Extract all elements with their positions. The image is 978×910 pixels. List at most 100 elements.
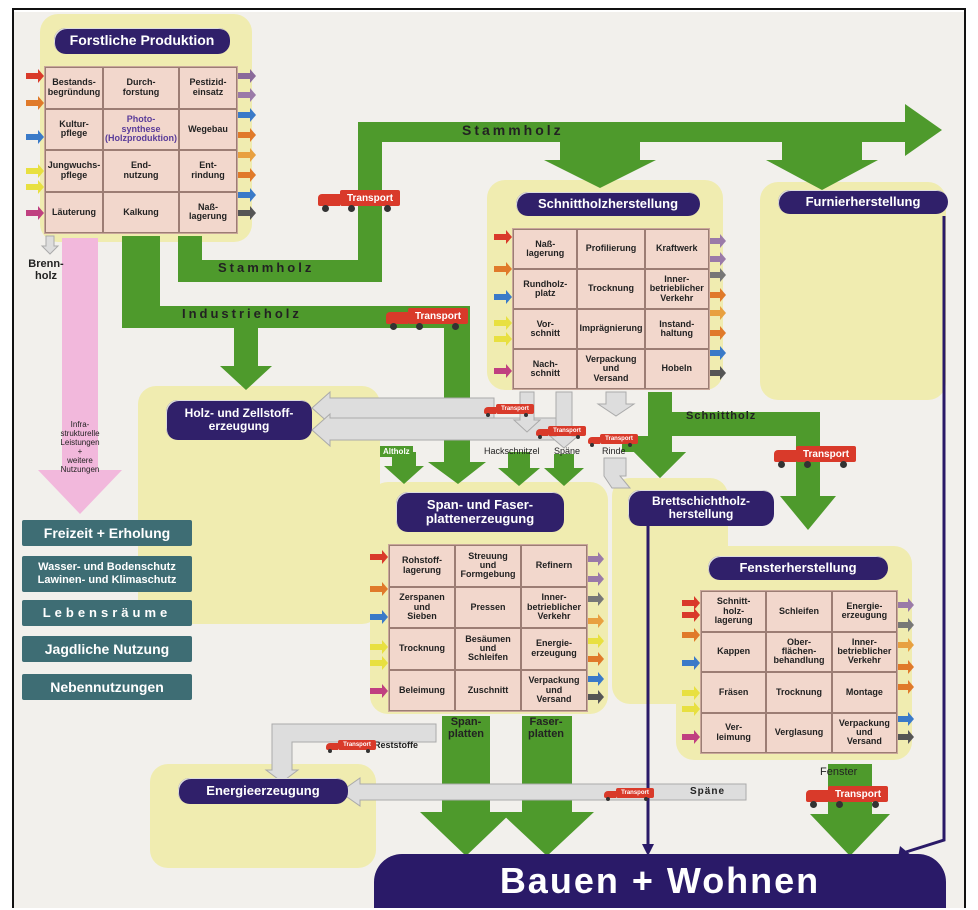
process-cell: Wegebau	[178, 108, 237, 150]
grey-rinde2	[603, 457, 632, 489]
header-span-faser: Span- und Faser- plattenerzeugung	[396, 492, 564, 532]
transport-label: Transport	[616, 788, 654, 798]
label-spaene1: Späne	[554, 446, 581, 456]
transport-label: Transport	[496, 404, 534, 414]
process-cell: Kraftwerk	[644, 229, 709, 269]
process-cell: Verglasung	[766, 712, 832, 753]
stammholz-furnier-drop	[766, 142, 878, 190]
process-cell: Fräsen	[701, 672, 767, 713]
label-stammholz-top: Stammholz	[462, 122, 564, 138]
out-arrows-span	[586, 552, 604, 704]
process-cell: Läuterung	[45, 191, 103, 233]
process-cell: Hobeln	[644, 349, 709, 389]
side-item: Lebensräume	[22, 600, 192, 626]
label-infra: Infra- strukturelle Leistungen + weitere…	[60, 420, 100, 474]
process-cell: Vor- schnitt	[513, 309, 578, 349]
furnier-line	[905, 216, 946, 854]
process-cell: Montage	[831, 672, 897, 713]
label-fenster: Fenster	[820, 766, 858, 778]
process-cell: Rohstoff- lagerung	[389, 545, 455, 587]
process-cell: Imprägnierung	[577, 309, 645, 349]
header-schnittholzherstellung: Schnittholzherstellung	[516, 192, 700, 216]
process-cell: Pestizid- einsatz	[178, 67, 237, 109]
transport-truck-4: Transport	[806, 786, 888, 808]
process-cell: Verpackung und Versand	[831, 712, 897, 753]
header-furnierherstellung: Furnierherstellung	[778, 190, 948, 214]
transport-truck-small-3: Transport	[588, 434, 638, 447]
label-stammholz-low: Stammholz	[218, 260, 315, 275]
side-item: Freizeit + Erholung	[22, 520, 192, 546]
transport-label: Transport	[408, 308, 468, 324]
process-cell: Verpackung und Versand	[577, 349, 645, 389]
process-cell: Nach- schnitt	[513, 349, 578, 389]
process-cell: Ver- leimung	[701, 712, 767, 753]
label-industrieholz: Industrieholz	[182, 306, 302, 321]
process-cell: Energie- erzeugung	[521, 628, 587, 670]
header-brettschichtholz: Brettschichtholz- herstellung	[628, 490, 774, 526]
transport-truck-small-5: Transport	[604, 788, 654, 801]
page-frame	[12, 8, 966, 908]
process-cell: Naß- lagerung	[178, 191, 237, 233]
side-item: Nebennutzungen	[22, 674, 192, 700]
label-altholz: Altholz	[380, 446, 413, 457]
process-cell: Pressen	[455, 586, 521, 628]
process-cell: Kalkung	[103, 191, 179, 233]
process-cell: Inner- betrieblicher Verkehr	[644, 269, 709, 309]
transport-label: Transport	[340, 190, 400, 206]
industrieholz-arrow	[122, 236, 486, 484]
transport-label: Transport	[338, 740, 376, 750]
transport-truck-small-1: Transport	[484, 404, 534, 417]
altholz-arrow	[384, 452, 424, 484]
process-cell: Streuung und Formgebung	[455, 545, 521, 587]
grey-rinde	[596, 391, 636, 417]
spaene-arrow	[544, 454, 584, 486]
label-spaene2: Späne	[690, 786, 726, 797]
header-forstliche-produktion: Forstliche Produktion	[54, 28, 230, 54]
transport-truck-small-4: Transport	[326, 740, 376, 753]
process-cell: Profilierung	[577, 229, 645, 269]
process-cell: End- nutzung	[103, 150, 179, 192]
grey-brennholz-arrow	[40, 235, 60, 255]
header-fensterherstellung: Fensterherstellung	[708, 556, 888, 580]
side-item: Jagdliche Nutzung	[22, 636, 192, 662]
grey-arrow-2	[311, 412, 561, 448]
process-cell: Inner- betrieblicher Verkehr	[831, 631, 897, 672]
transport-label: Transport	[548, 426, 586, 436]
transport-truck-2: Transport	[386, 308, 468, 330]
transport-label: Transport	[600, 434, 638, 444]
in-arrows-span	[370, 550, 388, 698]
process-cell: Zuschnitt	[455, 669, 521, 711]
transport-truck-1: Transport	[318, 190, 400, 212]
out-arrows-schnitt	[708, 234, 726, 380]
process-cell: Naß- lagerung	[513, 229, 578, 269]
process-cell: Bestands- begründung	[45, 67, 103, 109]
process-cell: Schnitt- holz- lagerung	[701, 591, 767, 632]
transport-truck-3: Transport	[774, 446, 856, 468]
process-cell: Ent- rindung	[178, 150, 237, 192]
process-cell: Instand- haltung	[644, 309, 709, 349]
header-energieerzeugung: Energieerzeugung	[178, 778, 348, 804]
process-cell: Trocknung	[577, 269, 645, 309]
stammholz-schnitt-drop	[544, 142, 656, 188]
process-cell: Rundholz- platz	[513, 269, 578, 309]
process-cell: Energie- erzeugung	[831, 591, 897, 632]
transport-label: Transport	[796, 446, 856, 462]
label-spanplatten: Span- platten	[447, 716, 485, 740]
in-arrows-schnitt	[494, 230, 512, 378]
stammholz-arrow	[178, 104, 942, 282]
header-holz-zellstoff: Holz- und Zellstoff- erzeugung	[166, 400, 312, 440]
side-item: Wasser- und Bodenschutz Lawinen- und Kli…	[22, 556, 192, 592]
label-hackschnitzel: Hackschnitzel	[484, 446, 540, 456]
process-cell: Verpackung und Versand	[521, 669, 587, 711]
label-faserplatten: Faser- platten	[527, 716, 565, 740]
transport-truck-small-2: Transport	[536, 426, 586, 439]
reststoffe-arrow	[264, 723, 437, 783]
process-cell: Zerspanen und Sieben	[389, 586, 455, 628]
label-schnittholz: Schnittholz	[686, 410, 757, 422]
process-cell: Inner- betrieblicher Verkehr	[521, 586, 587, 628]
